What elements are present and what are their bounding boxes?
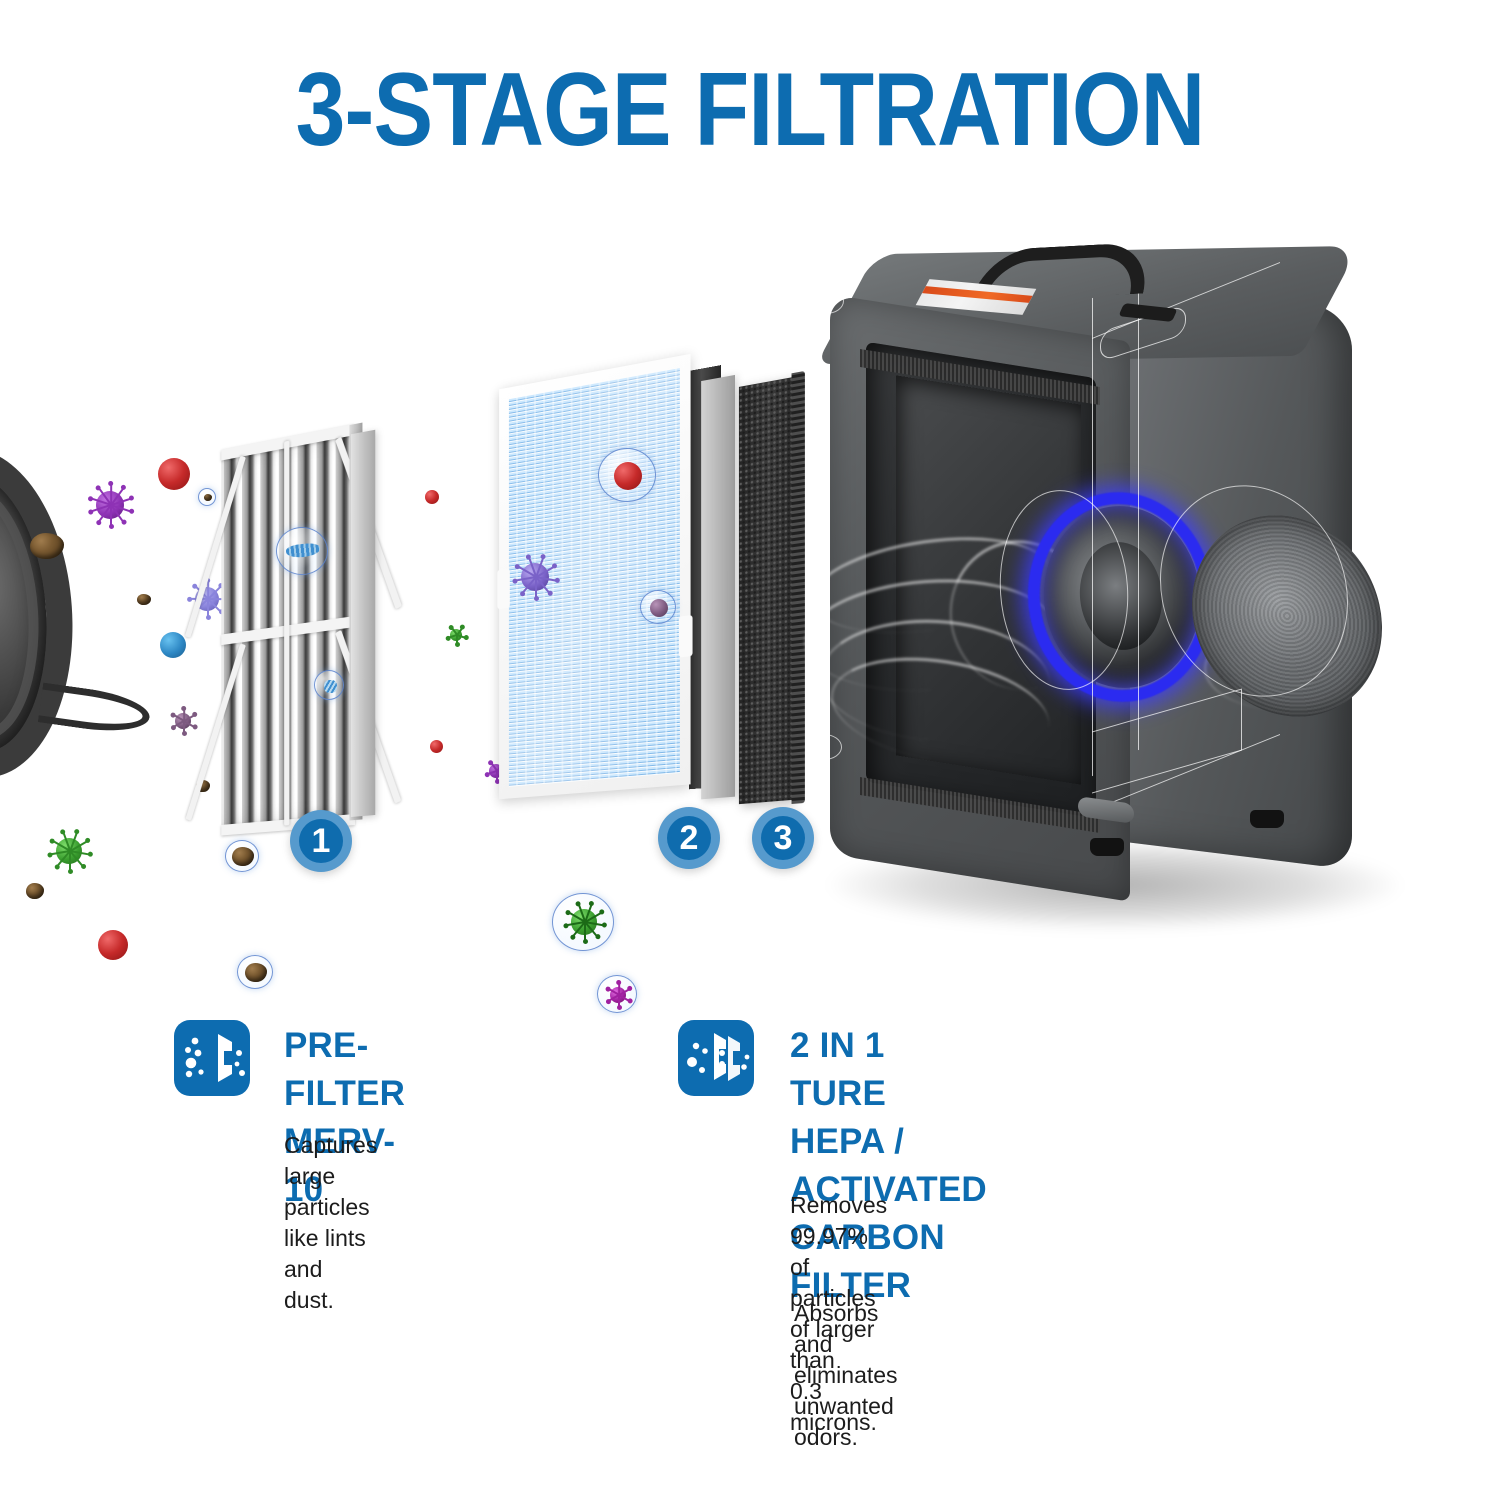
captured-dust-bubble-2	[237, 955, 273, 989]
feature-pre-filter-heading-line-1: PRE-FILTER	[284, 1026, 406, 1113]
pollen-particle-red	[158, 458, 190, 490]
captured-lint-bubble-1	[276, 527, 328, 575]
bacteria-particle-blue	[160, 632, 186, 658]
hepa-support-plate	[701, 374, 735, 800]
dust-clump-3	[26, 883, 44, 899]
page-title: 3-STAGE FILTRATION	[295, 52, 1206, 168]
pollen-particle-red-3	[425, 490, 439, 504]
unit-foot-right	[1250, 810, 1284, 828]
feature-hepa-carbon-heading: 2 IN 1 TURE HEPA / ACTIVATED CARBON FILT…	[790, 1022, 987, 1310]
stage-badge-3: 3	[752, 807, 814, 869]
feature-hepa-carbon-body2-line-1: Absorbs and eliminates	[794, 1300, 898, 1388]
hepa-carbon-filter-icon	[678, 1020, 754, 1096]
unit-foot-left	[1090, 838, 1124, 856]
feature-hepa-carbon-heading-line-1: 2 IN 1 TURE HEPA /	[790, 1026, 904, 1161]
captured-virus-bubble-green	[552, 893, 614, 951]
captured-lint-bubble-2	[314, 670, 344, 700]
virus-particle-purple	[88, 483, 133, 529]
feature-pre-filter-heading: PRE-FILTER MERV-10	[284, 1022, 405, 1214]
pre-filter-support-plate	[350, 429, 376, 818]
dirty-duct-icon	[0, 441, 84, 785]
virus-particle-mauve	[170, 708, 196, 736]
virus-particle-green	[48, 830, 91, 874]
feature-hepa-carbon-heading-line-3: FILTER	[790, 1266, 912, 1305]
virus-particle-tiny-green	[446, 625, 467, 647]
duct-strap-icon	[37, 682, 153, 738]
feature-hepa-carbon-body2-line-2: unwanted odors.	[794, 1393, 894, 1450]
feature-hepa-carbon-heading-line-2: ACTIVATED CARBON	[790, 1170, 987, 1257]
feature-hepa-carbon-body-2: Absorbs and eliminates unwanted odors.	[794, 1298, 898, 1453]
hepa-notch-right	[678, 614, 693, 658]
activated-carbon-panel	[738, 377, 794, 805]
air-scrubber-unit	[800, 240, 1420, 940]
dust-clump-1	[30, 533, 64, 559]
pollen-particle-small	[430, 740, 443, 753]
feature-pre-filter-body: Captures large particles like lints and …	[284, 1130, 377, 1316]
pre-filter-wire-vert	[284, 440, 290, 826]
feature-pre-filter-body-line-3: and dust.	[284, 1256, 334, 1313]
stage-badge-2: 2	[658, 807, 720, 869]
captured-virus-purple-large	[513, 555, 558, 601]
pre-filter-icon	[174, 1020, 250, 1096]
captured-virus-bubble-magenta	[597, 975, 637, 1013]
captured-dust-bubble-3	[198, 488, 216, 506]
hepa-notch-left	[497, 568, 510, 610]
ghost-panel-outline-2	[1138, 279, 1139, 751]
ghost-clip-top	[808, 288, 844, 314]
ghost-clip-bottom	[806, 734, 842, 760]
pollen-particle-red-2	[98, 930, 128, 960]
feature-pre-filter-heading-line-2: MERV-10	[284, 1122, 396, 1209]
stage-badge-1: 1	[290, 810, 352, 872]
captured-bacteria-bubble-mauve	[640, 590, 676, 624]
captured-dust-bubble-1	[225, 840, 259, 872]
feature-hepa-carbon-body1-line-1: Removes 99.97% of	[790, 1192, 888, 1280]
feature-pre-filter-body-line-2: particles like lints	[284, 1194, 370, 1251]
dust-clump-2	[137, 594, 151, 605]
captured-pollen-bubble-red	[598, 448, 656, 502]
feature-hepa-carbon-body-1: Removes 99.97% of particles of larger th…	[790, 1190, 887, 1438]
product-illustration: 1	[0, 200, 1500, 1013]
feature-hepa-carbon-body1-line-2: particles of larger than	[790, 1285, 876, 1373]
pre-filter-panel	[184, 422, 402, 836]
feature-pre-filter-body-line-1: Captures large	[284, 1132, 378, 1189]
feature-hepa-carbon-body1-line-3: 0.3 microns.	[790, 1378, 877, 1435]
